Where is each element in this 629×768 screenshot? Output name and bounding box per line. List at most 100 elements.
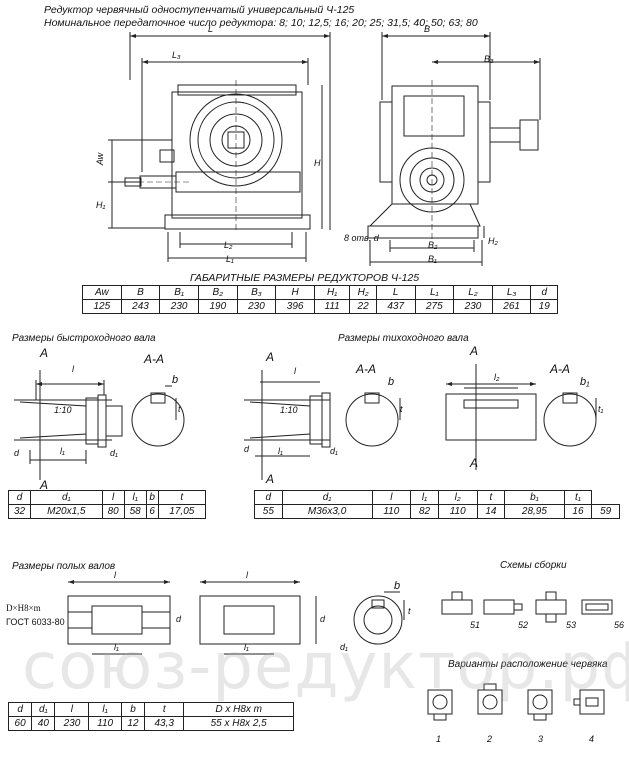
- slow-label-t: t: [400, 404, 403, 414]
- hollow-label-b: b: [394, 580, 401, 592]
- slow-label-d: d: [244, 444, 250, 454]
- dims-header-cell: L: [375, 285, 416, 300]
- slow-header-cell: l: [371, 490, 412, 505]
- slow-label-t1: t₁: [598, 404, 604, 414]
- slow-label-A2-bottom: A: [470, 456, 479, 470]
- watermark: союз-редуктор.рф: [22, 630, 629, 704]
- assembly-title: Схемы сборки: [500, 560, 567, 571]
- slow-label-l2: l₂: [494, 372, 500, 382]
- dims-header-cell: Aw: [82, 285, 122, 300]
- dims-header-cell: B₁: [159, 285, 199, 300]
- scheme-label-56: 56: [614, 620, 625, 630]
- variant-label-2: 2: [487, 734, 493, 744]
- dims-value-cell: 111: [313, 299, 351, 314]
- slow-label-d1: d₁: [330, 446, 338, 456]
- fast-header-cell: d: [7, 490, 32, 505]
- slow-label-taper: 1:10: [280, 405, 298, 415]
- slow-shaft-section-1: [345, 393, 399, 447]
- dims-value-cell: 230: [236, 299, 277, 314]
- hollow-label-d-1: d: [176, 614, 182, 624]
- slow-header-cell: d₁: [281, 490, 373, 505]
- hollow-table-value-row: 60 40 230 110 12 43,3 55 x H8x 2,5: [7, 716, 294, 731]
- label-L2: L₂: [224, 240, 233, 250]
- slow-label-A-top: A: [266, 350, 275, 364]
- dims-value-cell: 230: [453, 299, 493, 314]
- slow-value-cell: 59: [591, 504, 620, 519]
- slow-label-section-2: A-A: [550, 362, 571, 376]
- label-B: B: [424, 24, 431, 34]
- hollow-label-l1-2: l₁: [244, 642, 249, 652]
- hollow-value-cell: 230: [54, 716, 90, 731]
- dims-header-cell: H₂: [349, 285, 377, 300]
- hollow-value-cell: 43,3: [144, 716, 185, 731]
- slow-header-cell: t: [476, 490, 506, 505]
- fast-value-cell: 58: [123, 504, 147, 519]
- hollow-header-cell: D x H8x m: [183, 702, 294, 717]
- hollow-header-cell: d: [7, 702, 33, 717]
- hollow-value-cell: 60: [7, 716, 33, 731]
- gearbox-base-front: [164, 214, 311, 230]
- variant-label-1: 1: [436, 734, 442, 744]
- fast-label-l1: l₁: [60, 446, 65, 456]
- dims-value-cell: 22: [349, 299, 377, 314]
- label-B1: B₁: [428, 254, 437, 264]
- slow-header-cell: l₁: [410, 490, 439, 505]
- fast-value-cell: 32: [7, 504, 32, 519]
- gearbox-body-front: [171, 91, 303, 219]
- label-L1: L₁: [226, 254, 234, 264]
- fast-value-cell: 17,05: [157, 504, 207, 519]
- dims-header-cell: B₂: [197, 285, 238, 300]
- hollow-header-cell: l: [54, 702, 90, 717]
- scheme-label-51: 51: [470, 620, 481, 630]
- dims-header-cell: B₃: [236, 285, 277, 300]
- dims-value-cell: 190: [197, 299, 238, 314]
- slow-value-cell: 110: [437, 504, 478, 519]
- scheme-52: [483, 599, 515, 615]
- hollow-label-d-2: d: [320, 614, 326, 624]
- slow-header-cell: l₂: [437, 490, 478, 505]
- slow-value-cell: 55: [254, 504, 283, 519]
- hollow-table-header-row: d d₁ l l₁ b t D x H8x m: [7, 702, 294, 717]
- slow-value-cell: 28,95: [504, 504, 565, 519]
- dims-value-cell: 19: [530, 299, 558, 314]
- dims-table-header-row: Aw B B₁ B₂ B₃ H H₁ H₂ L L₁ L₂ L₃ d: [82, 285, 558, 300]
- hollow-header-cell: d₁: [31, 702, 56, 717]
- hollow-header-cell: l₁: [88, 702, 122, 717]
- dims-value-cell: 125: [82, 299, 122, 314]
- slow-header-cell: d: [254, 490, 283, 505]
- fast-header-cell: l: [101, 490, 125, 505]
- fast-shaft-table: d d₁ l l₁ b t 32 M20x1,5 80 58 6 17,05: [7, 490, 207, 519]
- slow-shaft-table: d d₁ l l₁ l₂ t b₁ t₁ 55 M36x3,0 110 82 1…: [254, 490, 620, 519]
- gear-ratios: Номинальное передаточное число редуктора…: [44, 17, 478, 29]
- dims-header-cell: L₃: [491, 285, 532, 300]
- fast-header-cell: t: [157, 490, 207, 505]
- hollow-value-cell: 12: [120, 716, 146, 731]
- scheme-label-53: 53: [566, 620, 577, 630]
- label-L: L: [208, 24, 214, 34]
- slow-value-cell: 110: [371, 504, 412, 519]
- slow-header-cell: b₁: [504, 490, 565, 505]
- scheme-53: [535, 599, 567, 615]
- scheme-label-52: 52: [518, 620, 529, 630]
- dims-header-cell: H: [275, 285, 315, 300]
- variant-label-3: 3: [538, 734, 544, 744]
- hollow-label-d1: d₁: [340, 642, 348, 652]
- hollow-value-cell: 110: [88, 716, 122, 731]
- slow-table-header-row: d d₁ l l₁ l₂ t b₁ t₁: [254, 490, 620, 505]
- fast-header-cell: l₁: [123, 490, 147, 505]
- label-H2: H₂: [488, 236, 498, 246]
- fast-label-l: l: [72, 364, 74, 374]
- slow-shaft-section-2: [543, 393, 597, 447]
- label-B2: B₂: [428, 240, 438, 250]
- dims-header-cell: H₁: [313, 285, 351, 300]
- fast-shaft-section: [131, 393, 185, 447]
- hollow-label-gost: ГОСТ 6033-80: [6, 617, 65, 627]
- hollow-value-cell: 40: [31, 716, 56, 731]
- dims-header-cell: d: [530, 285, 558, 300]
- hollow-shaft-table: d d₁ l l₁ b t D x H8x m 60 40 230 110 12…: [7, 702, 294, 731]
- dims-value-cell: 437: [375, 299, 416, 314]
- slow-label-b1: b₁: [580, 376, 590, 388]
- dims-header-cell: B: [120, 285, 161, 300]
- slow-value-cell: 14: [476, 504, 506, 519]
